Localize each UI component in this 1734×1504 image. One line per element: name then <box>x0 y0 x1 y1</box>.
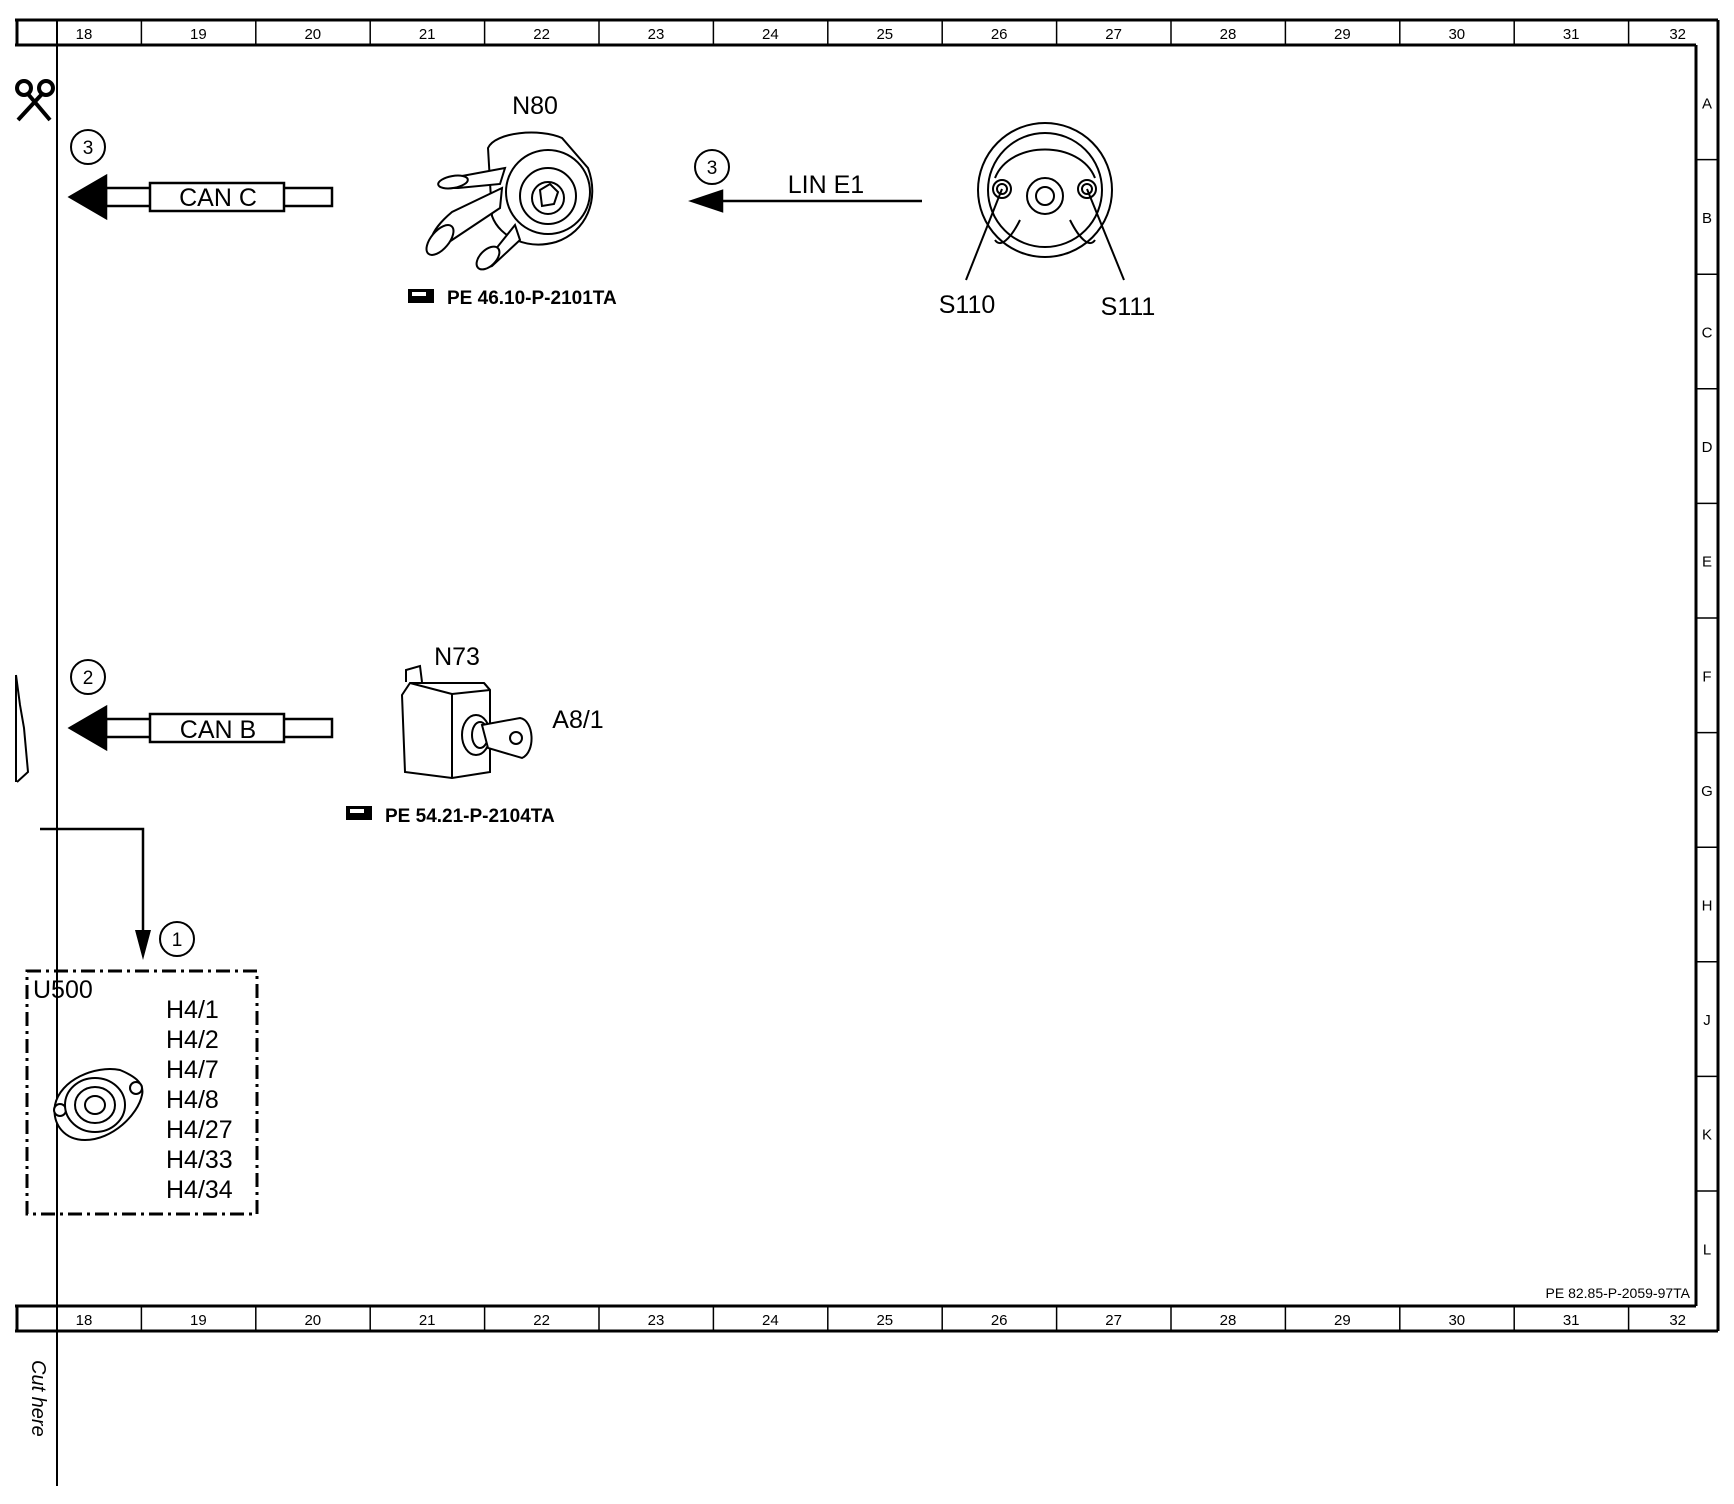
frame <box>15 18 1720 1486</box>
lin-e1-badge: 3 <box>694 149 730 185</box>
u500-item: H4/8 <box>166 1086 219 1114</box>
row-label: G <box>1701 783 1713 800</box>
column-label: 31 <box>1563 1312 1580 1329</box>
u500-item: H4/7 <box>166 1056 219 1084</box>
u500-item: H4/1 <box>166 996 219 1024</box>
drawing-code: PE 82.85-P-2059-97TA <box>1546 1285 1691 1301</box>
u500-speaker <box>53 1068 144 1142</box>
column-label: 30 <box>1448 26 1465 43</box>
row-label: L <box>1703 1241 1711 1258</box>
row-label: F <box>1702 668 1711 685</box>
can-c-badge: 3 <box>70 129 106 165</box>
n80-ref: PE 46.10-P-2101TA <box>408 288 617 309</box>
n80-ref-text: PE 46.10-P-2101TA <box>447 288 617 309</box>
u500-link-badge: 1 <box>159 921 195 957</box>
u500-box <box>25 969 259 1216</box>
s110-label: S110 <box>939 291 996 319</box>
u500-link-line <box>40 827 151 960</box>
column-labels-bottom: 18 19 20 21 22 23 24 25 26 27 28 29 30 31 32 <box>76 1312 1686 1329</box>
can-b-badge: 2 <box>70 659 106 695</box>
column-label: 21 <box>419 26 436 43</box>
column-label: 29 <box>1334 1312 1351 1329</box>
n73-ref: PE 54.21-P-2104TA <box>346 806 555 827</box>
column-label: 18 <box>76 26 93 43</box>
n73-module <box>400 664 533 780</box>
u500-item: H4/34 <box>166 1176 233 1204</box>
column-label: 23 <box>648 1312 665 1329</box>
u500-label: U500 <box>33 976 93 1004</box>
column-label: 18 <box>76 1312 93 1329</box>
lin-e1-label: LIN E1 <box>788 171 864 199</box>
column-label: 22 <box>533 26 550 43</box>
column-label: 26 <box>991 26 1008 43</box>
pointing-hand-icon <box>408 289 434 303</box>
column-label: 20 <box>304 1312 321 1329</box>
column-label: 30 <box>1448 1312 1465 1329</box>
row-label: D <box>1702 439 1713 456</box>
row-label: E <box>1702 554 1712 571</box>
row-ticks <box>1696 158 1718 1192</box>
column-label: 21 <box>419 1312 436 1329</box>
lin-e1-line <box>688 189 922 213</box>
column-label: 20 <box>304 26 321 43</box>
row-label: B <box>1702 210 1712 227</box>
column-label: 24 <box>762 1312 779 1329</box>
n80-module <box>425 131 594 271</box>
n73-ref-text: PE 54.21-P-2104TA <box>385 806 555 827</box>
u500-item: H4/27 <box>166 1116 233 1144</box>
edge-marks <box>15 674 30 783</box>
column-labels-top: 18 19 20 21 22 23 24 25 26 27 28 29 30 31 32 <box>76 26 1686 43</box>
can-b-badge-number: 2 <box>83 668 94 689</box>
a8-1-label: A8/1 <box>552 706 603 734</box>
row-label: K <box>1702 1127 1712 1144</box>
cut-here-label: Cut here <box>27 1360 49 1437</box>
column-label: 28 <box>1220 1312 1237 1329</box>
lin-e1-badge-number: 3 <box>707 158 718 179</box>
column-label: 31 <box>1563 26 1580 43</box>
row-label: H <box>1702 898 1713 915</box>
column-label: 27 <box>1105 26 1122 43</box>
u500-item: H4/2 <box>166 1026 219 1054</box>
column-label: 19 <box>190 26 207 43</box>
row-label: A <box>1702 95 1712 112</box>
column-label: 28 <box>1220 26 1237 43</box>
column-label: 27 <box>1105 1312 1122 1329</box>
column-label: 29 <box>1334 26 1351 43</box>
n73-label: N73 <box>434 643 480 671</box>
can-c-bus <box>67 173 334 221</box>
can-c-badge-number: 3 <box>83 138 94 159</box>
column-label: 19 <box>190 1312 207 1329</box>
n80-label: N80 <box>512 92 558 120</box>
column-label: 25 <box>876 26 893 43</box>
column-label: 22 <box>533 1312 550 1329</box>
column-label: 32 <box>1669 1312 1686 1329</box>
can-b-bus <box>67 704 334 752</box>
column-ticks <box>140 20 1630 1331</box>
u500-item: H4/33 <box>166 1146 233 1174</box>
pointing-hand-icon <box>346 806 372 820</box>
column-label: 25 <box>876 1312 893 1329</box>
column-label: 32 <box>1669 26 1686 43</box>
steering-wheel <box>965 122 1125 281</box>
s111-label: S111 <box>1101 293 1156 321</box>
u500-link-badge-number: 1 <box>172 930 183 951</box>
column-label: 23 <box>648 26 665 43</box>
row-label: C <box>1702 325 1713 342</box>
row-labels: A B C D E F G H J K L <box>1701 95 1713 1258</box>
scissors-icon <box>15 79 55 122</box>
row-label: J <box>1703 1012 1711 1029</box>
can-b-label: CAN B <box>180 716 256 744</box>
column-label: 24 <box>762 26 779 43</box>
can-c-label: CAN C <box>179 184 257 212</box>
column-label: 26 <box>991 1312 1008 1329</box>
